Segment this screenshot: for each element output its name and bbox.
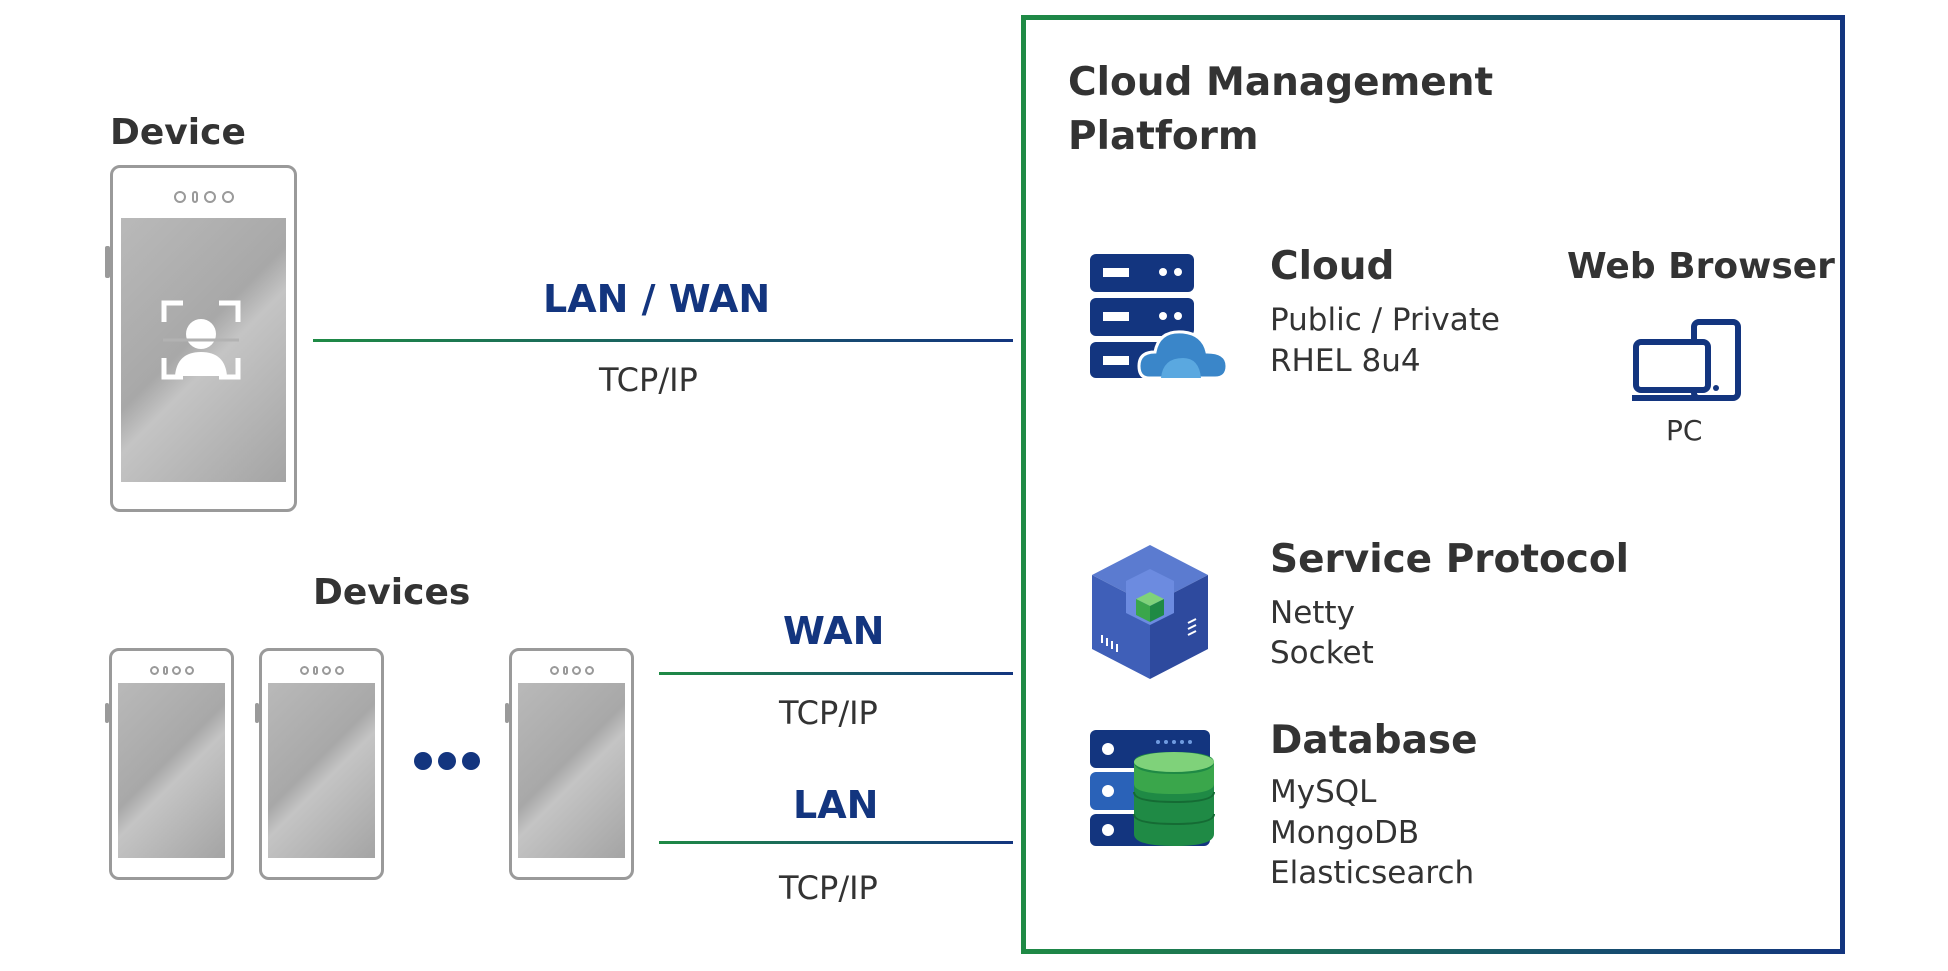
service-protocol-detail-1: Netty [1270, 595, 1355, 631]
database-icon [1090, 730, 1215, 846]
device-screen [268, 683, 375, 858]
cloud-detail-2: RHEL 8u4 [1270, 343, 1421, 379]
lan-label: LAN [793, 783, 879, 827]
lan-wan-connection-line [313, 339, 1013, 342]
device-terminal [105, 165, 297, 512]
device-screen [118, 683, 225, 858]
web-browser-title: Web Browser [1567, 246, 1835, 287]
database-detail-2: MongoDB [1270, 815, 1420, 851]
device-terminal [255, 648, 384, 880]
cloud-server-icon [1090, 254, 1229, 380]
devices-title: Devices [313, 572, 471, 613]
service-cube-icon [1092, 545, 1208, 679]
device-side-button [105, 246, 110, 278]
database-title: Database [1270, 718, 1478, 763]
service-protocol-title: Service Protocol [1270, 537, 1630, 582]
wan-protocol: TCP/IP [779, 694, 878, 732]
cloud-detail-1: Public / Private [1270, 302, 1500, 338]
ellipsis-icon [414, 752, 480, 770]
lan-wan-protocol: TCP/IP [599, 361, 698, 399]
platform-title-line2: Platform [1068, 114, 1259, 159]
lan-wan-label: LAN / WAN [543, 277, 771, 321]
device-terminal [505, 648, 634, 880]
device-terminal [105, 648, 234, 880]
pc-device-icon [1632, 319, 1741, 401]
pc-caption: PC [1666, 414, 1703, 447]
cloud-title: Cloud [1270, 244, 1395, 289]
database-detail-3: Elasticsearch [1270, 855, 1475, 891]
lan-connection-line [659, 841, 1013, 844]
device-screen [518, 683, 625, 858]
wan-label: WAN [783, 609, 885, 653]
device-camera-array [113, 191, 294, 203]
platform-title-line1: Cloud Management [1068, 60, 1494, 105]
device-title: Device [110, 112, 246, 153]
device-screen [121, 218, 286, 482]
lan-protocol: TCP/IP [779, 869, 878, 907]
face-recognition-icon [161, 300, 241, 380]
service-protocol-detail-2: Socket [1270, 635, 1374, 671]
database-detail-1: MySQL [1270, 774, 1377, 810]
wan-connection-line [659, 672, 1013, 675]
